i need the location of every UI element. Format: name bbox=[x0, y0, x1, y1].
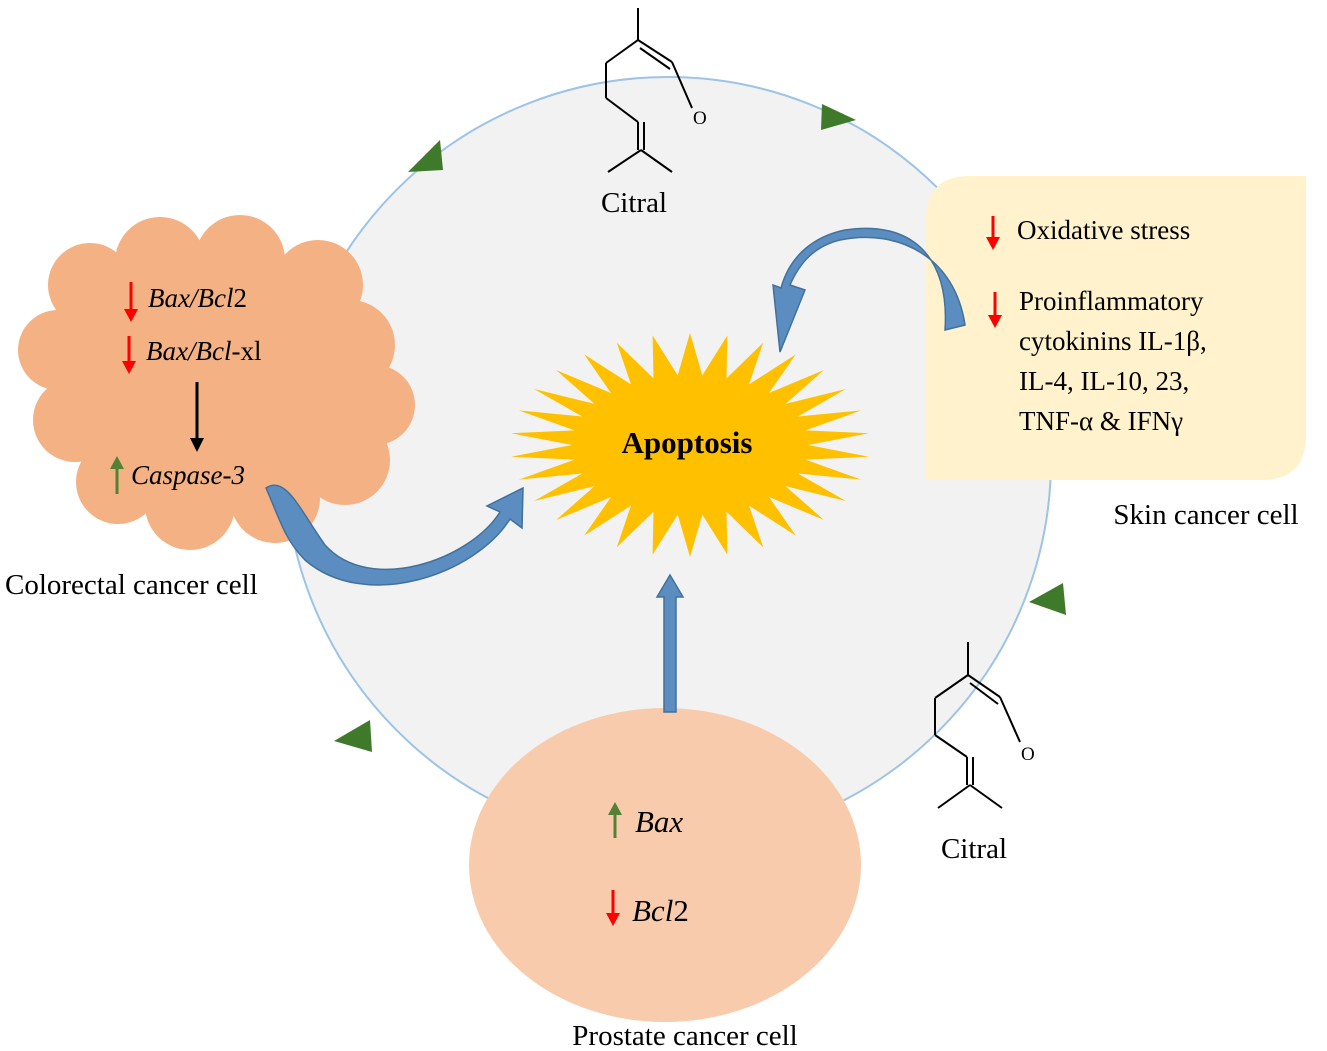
arrow-down-icon bbox=[986, 216, 1000, 250]
prostate-to-apoptosis-arrow bbox=[655, 573, 685, 713]
colorectal-regulation-list: Bax/Bcl2 Bax/Bcl-xl Caspase-3 bbox=[110, 282, 261, 494]
colorectal-cancer-cell bbox=[18, 215, 415, 550]
colorectal-item: Bax/Bcl2 bbox=[148, 283, 247, 313]
membrane-triangles bbox=[334, 104, 1066, 752]
carbonyl-oxygen-label: O bbox=[1021, 744, 1035, 765]
direction-triangle bbox=[1029, 583, 1066, 615]
skin-to-apoptosis-arrow bbox=[772, 227, 966, 353]
arrow-down-icon bbox=[190, 382, 204, 452]
apoptosis-burst bbox=[511, 333, 869, 557]
skin-cell-label: Skin cancer cell bbox=[1113, 499, 1298, 531]
colorectal-to-apoptosis-arrow bbox=[265, 484, 524, 586]
skin-item-oxidative: Oxidative stress bbox=[1017, 215, 1190, 245]
prostate-item: Bax bbox=[635, 804, 683, 839]
arrow-down-icon bbox=[606, 890, 620, 926]
apoptosis-label: Apoptosis bbox=[622, 425, 753, 460]
citral-structure-top bbox=[605, 8, 693, 173]
citral-structure-bottom bbox=[934, 642, 1021, 809]
arrow-down-icon bbox=[988, 292, 1002, 328]
arrow-down-icon bbox=[122, 336, 136, 374]
prostate-cancer-cell bbox=[469, 708, 861, 1022]
colorectal-item: Bax/Bcl-xl bbox=[146, 336, 261, 366]
colorectal-item: Caspase-3 bbox=[131, 460, 245, 490]
carbonyl-oxygen-label: O bbox=[693, 108, 707, 129]
skin-regulation-list: Oxidative stress Proinflammatory cytokin… bbox=[986, 215, 1213, 436]
citral-label-bottom: Citral bbox=[941, 833, 1007, 865]
direction-triangle bbox=[408, 140, 443, 172]
arrow-down-icon bbox=[124, 282, 138, 322]
arrow-up-icon bbox=[110, 456, 124, 494]
arrow-up-icon bbox=[608, 802, 622, 838]
citral-label-top: Citral bbox=[601, 187, 667, 219]
skin-cancer-box bbox=[926, 176, 1306, 480]
prostate-cell-label: Prostate cancer cell bbox=[572, 1020, 797, 1051]
prostate-regulation-list: Bax Bcl2 bbox=[606, 802, 689, 928]
prostate-item: Bcl2 bbox=[632, 893, 689, 928]
direction-triangle bbox=[334, 720, 372, 752]
skin-item-cytokines: Proinflammatory cytokinins IL-1β, IL-4, … bbox=[1019, 286, 1213, 436]
colorectal-cell-label: Colorectal cancer cell bbox=[5, 569, 258, 601]
direction-triangle bbox=[821, 104, 856, 130]
